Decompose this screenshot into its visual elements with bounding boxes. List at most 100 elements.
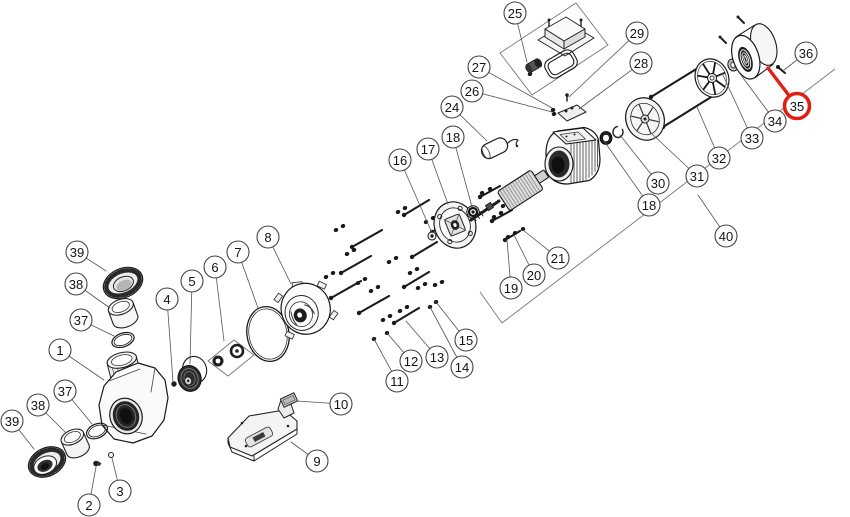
callout-11[interactable]: 11 [385, 369, 409, 393]
callout-circle-18-2[interactable] [637, 193, 661, 217]
callout-35[interactable]: 35 [782, 91, 812, 121]
callout-circle-27[interactable] [467, 55, 491, 79]
fastener-screw [357, 294, 391, 315]
callout-circle-12[interactable] [399, 349, 423, 373]
callout-circle-38-2[interactable] [26, 393, 50, 417]
fastener-screw-head [401, 212, 407, 218]
callout-5[interactable]: 5 [180, 269, 204, 293]
leader-line-16 [399, 159, 433, 234]
callout-circle-13[interactable] [425, 345, 449, 369]
callout-circle-30[interactable] [646, 171, 670, 195]
callout-38[interactable]: 38 [64, 272, 88, 296]
callout-circle-39-2[interactable] [0, 409, 24, 433]
fastener-screw [402, 270, 431, 289]
callout-circle-1[interactable] [48, 338, 72, 362]
callout-30[interactable]: 30 [646, 171, 670, 195]
callout-circle-24[interactable] [440, 95, 464, 119]
callout-circle-10[interactable] [329, 392, 353, 416]
callout-9[interactable]: 9 [305, 449, 329, 473]
callout-circle-16[interactable] [388, 148, 412, 172]
callout-circle-25[interactable] [503, 1, 527, 25]
callout-circle-26[interactable] [460, 79, 484, 103]
callout-6[interactable]: 6 [203, 255, 227, 279]
callout-29[interactable]: 29 [625, 21, 649, 45]
callout-39-2[interactable]: 39 [0, 409, 24, 433]
fastener-screw [478, 184, 502, 199]
callout-39[interactable]: 39 [65, 240, 89, 264]
callout-circle-2[interactable] [77, 493, 101, 517]
callout-19[interactable]: 19 [499, 276, 523, 300]
part-impeller [177, 355, 208, 392]
callout-21[interactable]: 21 [546, 246, 570, 270]
callout-3[interactable]: 3 [108, 479, 132, 503]
callout-15[interactable]: 15 [454, 328, 478, 352]
callout-37-2[interactable]: 37 [53, 379, 77, 403]
callout-28[interactable]: 28 [629, 51, 653, 75]
callout-circle-32[interactable] [707, 146, 731, 170]
callout-circle-21[interactable] [546, 246, 570, 270]
callout-circle-39[interactable] [65, 240, 89, 264]
callout-circle-17[interactable] [416, 137, 440, 161]
fastener-washer [404, 304, 410, 310]
callout-circle-20[interactable] [522, 263, 546, 287]
leader-line-29 [568, 32, 638, 98]
callout-circle-31[interactable] [685, 164, 709, 188]
callout-circle-9[interactable] [305, 449, 329, 473]
callout-circle-40[interactable] [714, 224, 738, 248]
callout-circle-11[interactable] [385, 369, 409, 393]
callout-circle-19[interactable] [499, 276, 523, 300]
callout-13[interactable]: 13 [425, 345, 449, 369]
callout-10[interactable]: 10 [329, 392, 353, 416]
leader-line-26 [471, 90, 553, 113]
callout-18[interactable]: 18 [441, 125, 465, 149]
part-shaft-washer [427, 231, 437, 241]
callout-25[interactable]: 25 [503, 1, 527, 25]
callout-circle-36[interactable] [794, 41, 818, 65]
callout-circle-37-2[interactable] [53, 379, 77, 403]
callout-circle-33[interactable] [740, 126, 764, 150]
callout-circle-15[interactable] [454, 328, 478, 352]
callout-circle-37[interactable] [69, 308, 93, 332]
callout-2[interactable]: 2 [77, 493, 101, 517]
callout-38-2[interactable]: 38 [26, 393, 50, 417]
callout-18-2[interactable]: 18 [637, 193, 661, 217]
callout-circle-28[interactable] [629, 51, 653, 75]
callout-circle-14[interactable] [450, 355, 474, 379]
callout-circle-35[interactable] [782, 91, 812, 121]
fastener-screw [661, 92, 718, 129]
callout-32[interactable]: 32 [707, 146, 731, 170]
callout-circle-38[interactable] [64, 272, 88, 296]
callout-14[interactable]: 14 [450, 355, 474, 379]
callout-circle-8[interactable] [256, 225, 280, 249]
callout-26[interactable]: 26 [460, 79, 484, 103]
callout-40[interactable]: 40 [714, 224, 738, 248]
part-cover-screw [776, 65, 786, 74]
callout-circle-3[interactable] [108, 479, 132, 503]
callout-27[interactable]: 27 [467, 55, 491, 79]
callout-17[interactable]: 17 [416, 137, 440, 161]
callout-24[interactable]: 24 [440, 95, 464, 119]
callout-12[interactable]: 12 [399, 349, 423, 373]
callout-circle-4[interactable] [155, 287, 179, 311]
callout-circle-5[interactable] [180, 269, 204, 293]
callout-33[interactable]: 33 [740, 126, 764, 150]
callout-circle-7[interactable] [226, 240, 250, 264]
callout-circle-29[interactable] [625, 21, 649, 45]
callout-circle-34[interactable] [763, 109, 787, 133]
callout-circle-18[interactable] [441, 125, 465, 149]
callout-31[interactable]: 31 [685, 164, 709, 188]
callout-circle-6[interactable] [203, 255, 227, 279]
callout-16[interactable]: 16 [388, 148, 412, 172]
leader-line-18 [452, 136, 473, 208]
callout-20[interactable]: 20 [522, 263, 546, 287]
callout-34[interactable]: 34 [763, 109, 787, 133]
callout-8[interactable]: 8 [256, 225, 280, 249]
callout-7[interactable]: 7 [226, 240, 250, 264]
fastener-screw-head [391, 320, 397, 326]
part-circlip [612, 125, 624, 139]
callout-4[interactable]: 4 [155, 287, 179, 311]
callout-1[interactable]: 1 [48, 338, 72, 362]
callout-37[interactable]: 37 [69, 308, 93, 332]
callout-36[interactable]: 36 [794, 41, 818, 65]
